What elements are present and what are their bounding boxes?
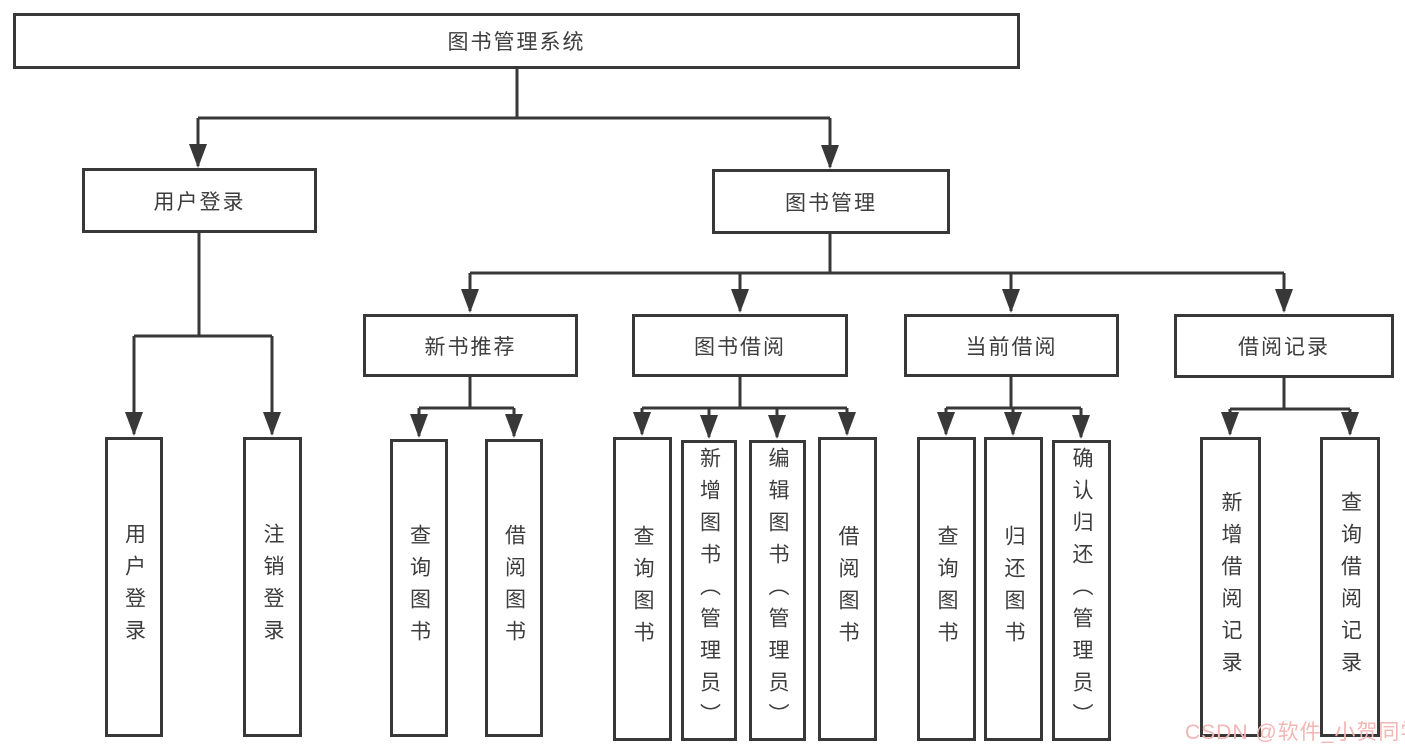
wire-current-borrow-trunk [946,377,1081,410]
node-leaf-add-books-admin: 新增图书（管理员） [681,440,737,741]
leaf-label: 查询图书 [631,525,654,653]
leaf-label: 确认归还（管理员） [1070,446,1093,735]
leaf-label: 借阅图书 [502,524,526,652]
leaf-label: 借阅图书 [836,525,859,653]
wire-book-mgmt-trunk [470,234,1284,275]
wire-borrow-record-trunk [1230,378,1350,411]
leaf-label: 查询图书 [407,524,431,652]
node-new-book-recommend: 新书推荐 [363,314,578,377]
node-leaf-confirm-return-admin: 确认归还（管理员） [1052,440,1111,741]
node-leaf-borrow-books-1: 借阅图书 [485,439,543,737]
leaf-label: 编辑图书（管理员） [766,446,789,735]
node-leaf-add-borrow-record: 新增借阅记录 [1200,437,1261,737]
node-leaf-user-login: 用户登录 [105,437,163,737]
wire-root-trunk [198,68,830,120]
node-leaf-query-books-3: 查询图书 [917,437,976,741]
node-leaf-return-books: 归还图书 [984,437,1043,741]
leaf-label: 新增图书（管理员） [697,446,721,735]
node-leaf-query-books-2: 查询图书 [613,437,672,741]
node-leaf-edit-books-admin: 编辑图书（管理员） [749,440,806,741]
node-root-system: 图书管理系统 [13,13,1020,69]
leaf-label: 新增借阅记录 [1219,491,1242,683]
leaf-label: 查询借阅记录 [1338,491,1362,683]
node-book-management: 图书管理 [712,169,950,234]
node-current-borrowing: 当前借阅 [904,314,1119,377]
watermark: CSDN @软件_小贺同学 [1185,721,1405,744]
wire-user-login-trunk [134,233,272,338]
wire-new-rec-trunk [419,377,514,410]
leaf-label: 查询图书 [935,525,958,653]
leaf-label: 用户登录 [122,523,146,651]
leaf-label: 归还图书 [1002,525,1025,653]
node-leaf-logout: 注销登录 [243,437,302,737]
node-leaf-borrow-books-2: 借阅图书 [818,437,877,741]
node-leaf-query-books-1: 查询图书 [390,439,448,737]
node-borrowing-records: 借阅记录 [1174,314,1394,378]
node-book-borrowing: 图书借阅 [632,314,848,377]
node-user-login: 用户登录 [82,168,317,233]
node-leaf-query-borrow-record: 查询借阅记录 [1320,437,1380,737]
wire-book-borrow-trunk [642,377,847,410]
leaf-label: 注销登录 [261,523,284,651]
